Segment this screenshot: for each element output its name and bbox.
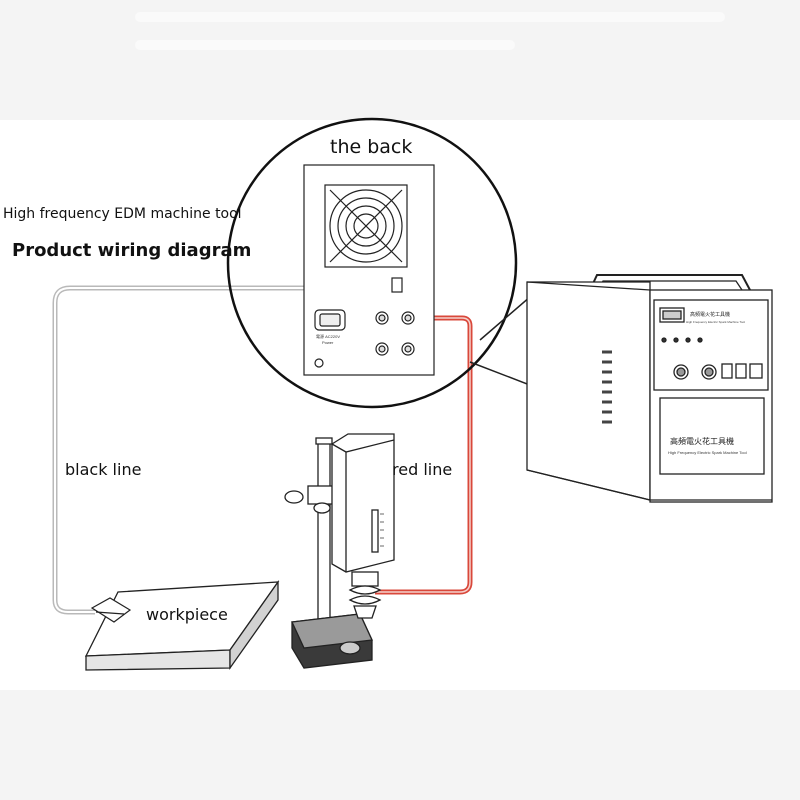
back-view-circle: [226, 117, 518, 409]
top-banner-blurred: [0, 0, 800, 120]
red-wire: [375, 315, 473, 595]
workpiece-label: workpiece: [146, 605, 228, 624]
svg-text:電源 AC220V: 電源 AC220V: [316, 333, 340, 339]
power-socket-icon: [314, 309, 346, 331]
spindle-head: [331, 433, 395, 619]
back-panel: 電源 AC220V Power: [303, 164, 435, 376]
black-line-label: black line: [65, 460, 142, 479]
svg-text:High Frequency Electric Spark: High Frequency Electric Spark Machine To…: [668, 450, 747, 455]
diagram-subtitle: Product wiring diagram: [12, 240, 252, 261]
workpiece-block: [84, 579, 280, 671]
magnetic-stand: [284, 437, 373, 669]
edm-machine: [526, 274, 773, 503]
svg-text:Power: Power: [322, 340, 334, 345]
clamp-icon: [90, 597, 132, 623]
magnetic-base-icon: [291, 613, 373, 669]
clamp-icon: [284, 490, 331, 514]
svg-text:高頻電火花工具機: 高頻電火花工具機: [690, 311, 730, 318]
svg-text:High Frequency Electric Spark: High Frequency Electric Spark Machine To…: [686, 320, 745, 324]
back-view-label: the back: [330, 136, 413, 158]
red-line-label: red line: [392, 460, 453, 479]
fan-grille-icon: [324, 184, 408, 268]
bottom-banner: [0, 690, 800, 800]
terminal-knob-icon: [375, 311, 415, 356]
diagram-title: High frequency EDM machine tool: [3, 206, 242, 222]
svg-text:高頻電火花工具機: 高頻電火花工具機: [670, 436, 734, 446]
